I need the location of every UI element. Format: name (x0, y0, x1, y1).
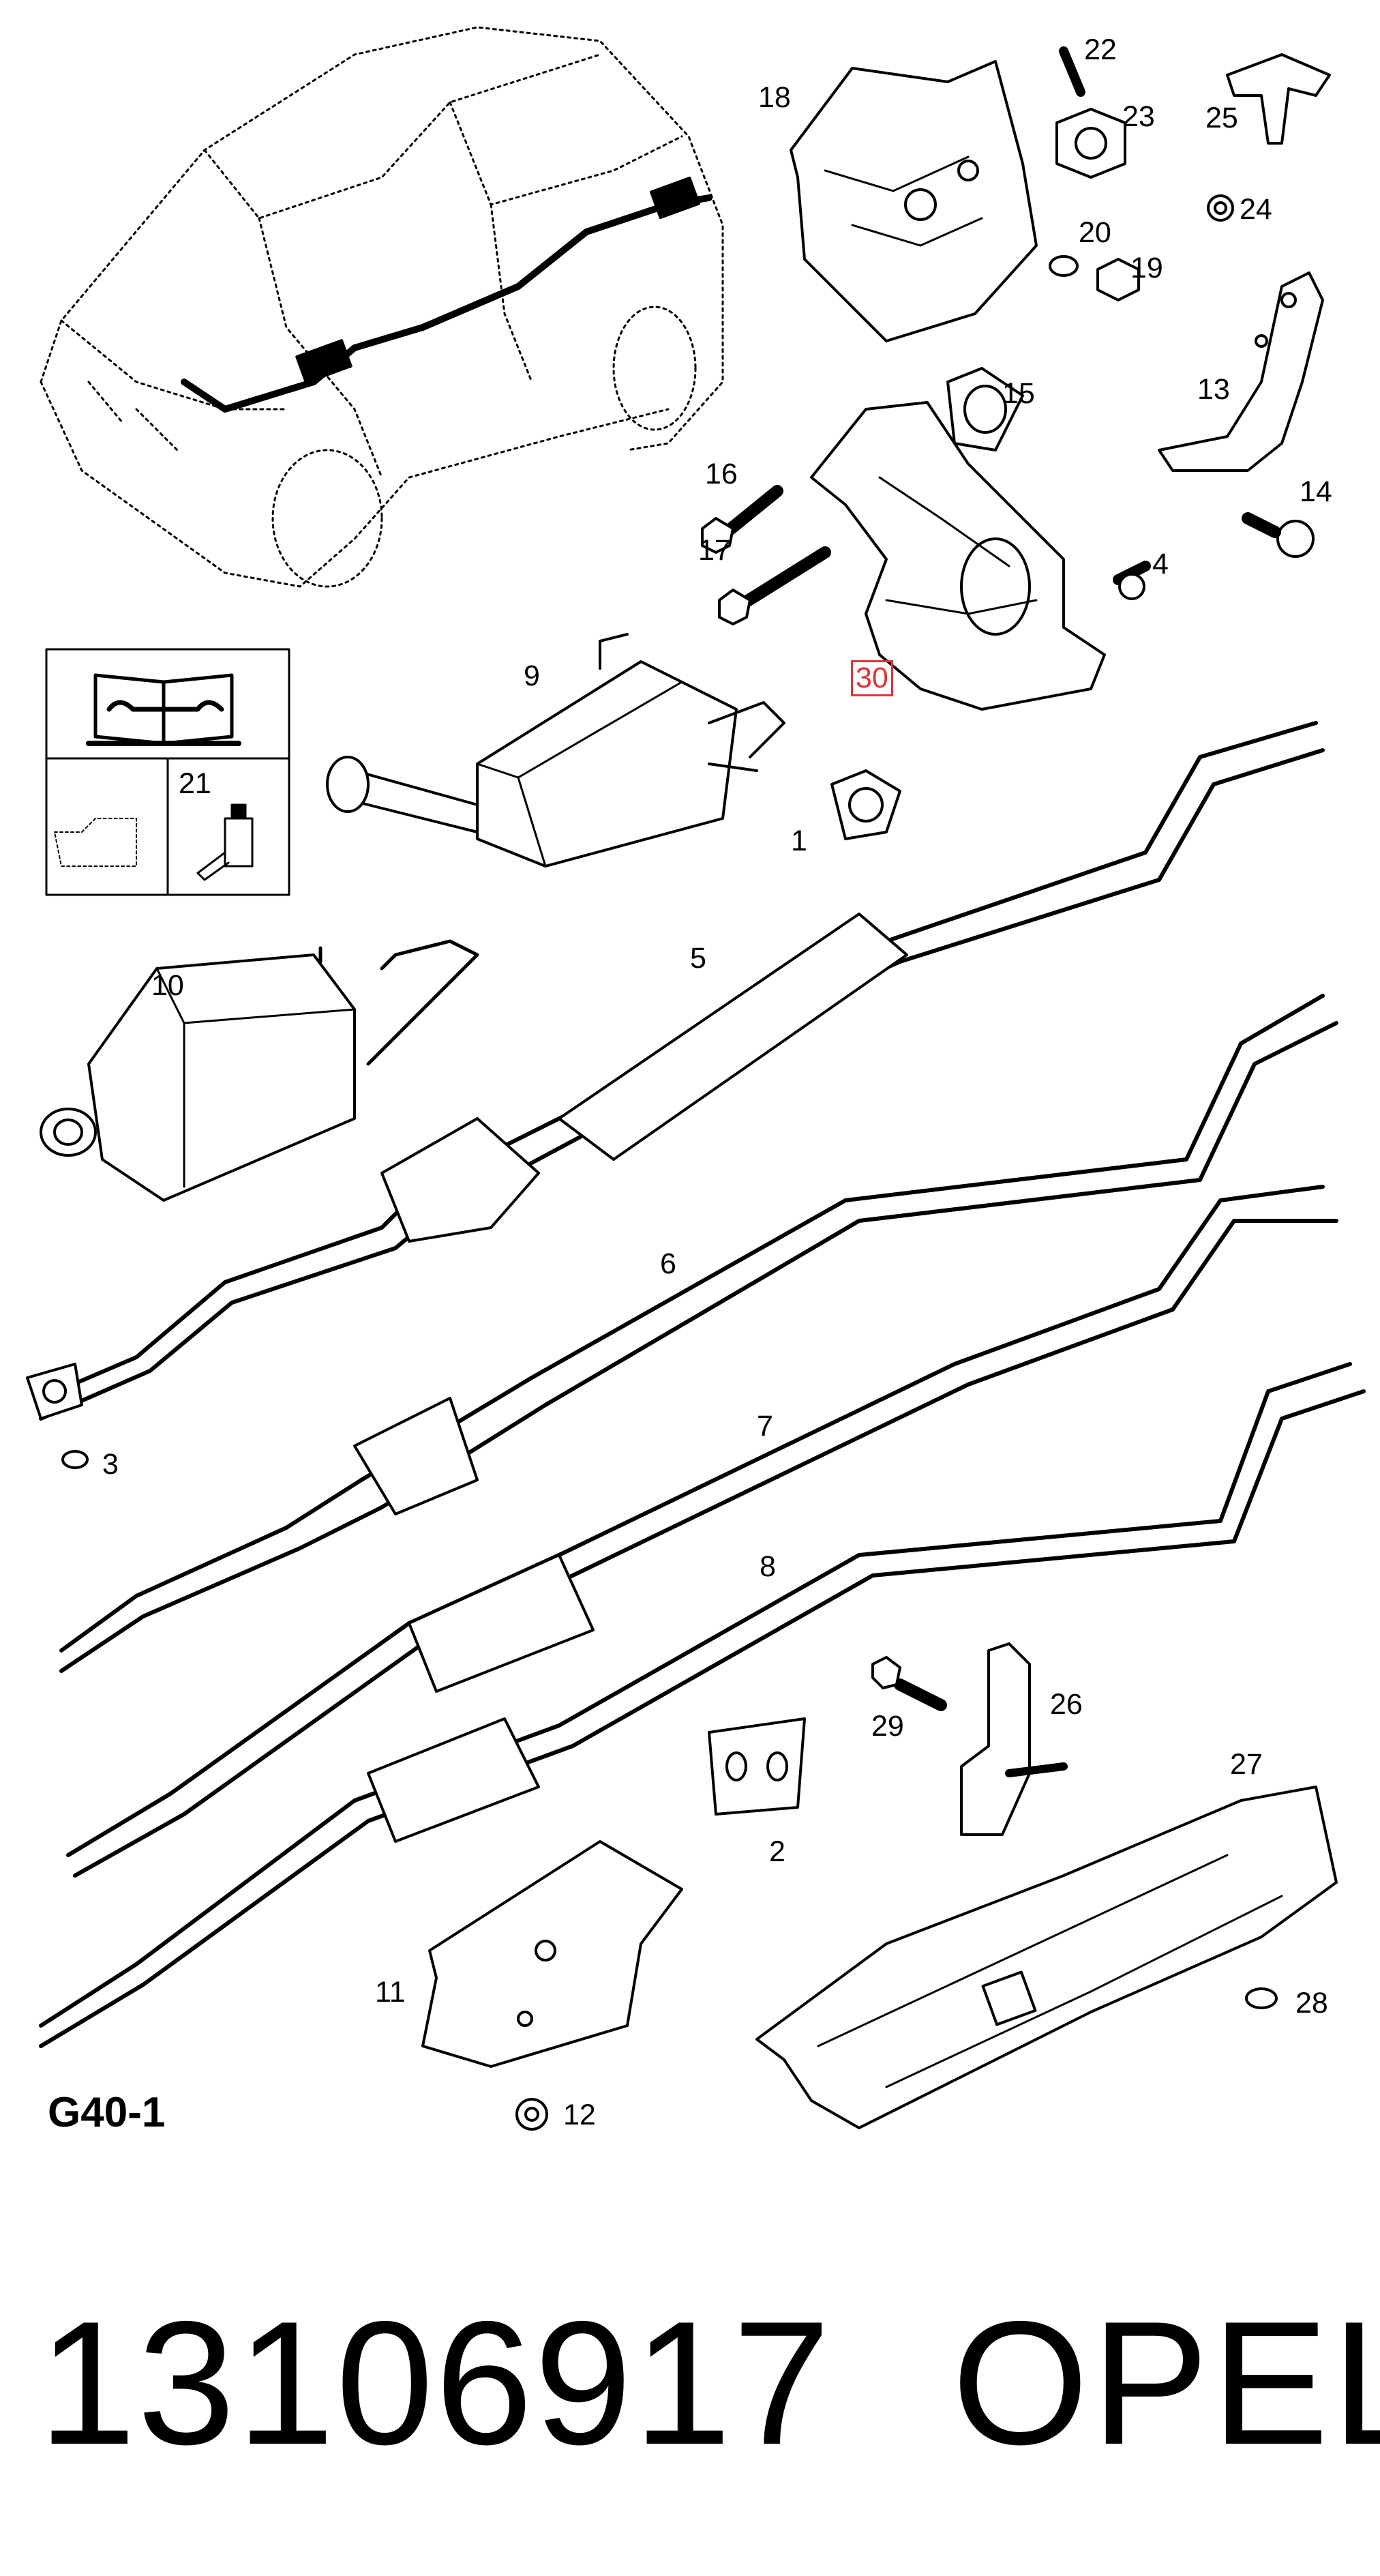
callout-22: 22 (1084, 33, 1117, 66)
callout-6: 6 (660, 1247, 676, 1280)
manual-book-wrench-icon (86, 673, 241, 746)
callout-17: 17 (698, 534, 731, 567)
callout-5: 5 (690, 942, 706, 975)
callout-13: 13 (1197, 373, 1230, 406)
callout-25: 25 (1205, 102, 1238, 134)
part-number: 13106917 (38, 2284, 832, 2481)
callout-8: 8 (760, 1550, 776, 1583)
callout-21: 21 (179, 767, 211, 800)
container-icon (54, 818, 137, 867)
callout-7: 7 (757, 1410, 773, 1442)
callout-24: 24 (1240, 193, 1272, 226)
callout-2: 2 (769, 1835, 785, 1868)
callout-20: 20 (1079, 216, 1111, 249)
callout-9: 9 (524, 660, 540, 692)
callout-26: 26 (1050, 1688, 1083, 1721)
callout-16: 16 (705, 458, 738, 490)
sheet-code: G40-1 (48, 2089, 166, 2136)
callout-4: 4 (1152, 548, 1169, 580)
callout-14: 14 (1300, 475, 1332, 508)
callout-3: 3 (102, 1448, 119, 1481)
callout-28: 28 (1295, 1987, 1328, 2019)
callout-1: 1 (791, 825, 807, 857)
callout-23: 23 (1122, 100, 1155, 133)
callout-12: 12 (563, 2099, 596, 2131)
dispenser-bottle-icon (196, 803, 254, 881)
callout-15: 15 (1002, 377, 1035, 410)
callout-11: 11 (375, 1976, 406, 2009)
callout-30-highlighted[interactable]: 30 (851, 660, 893, 696)
car-outline-icon (40, 26, 724, 588)
brand-name: OPEL (952, 2284, 1380, 2481)
callout-19: 19 (1130, 252, 1163, 284)
callout-29: 29 (871, 1710, 904, 1743)
callout-18: 18 (758, 81, 791, 114)
callout-10: 10 (151, 969, 184, 1002)
callout-27: 27 (1230, 1748, 1263, 1781)
